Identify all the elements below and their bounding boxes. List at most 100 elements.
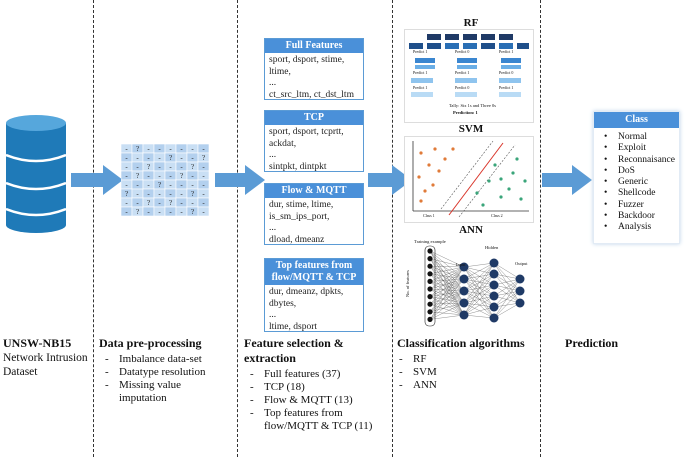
ann-edge: [429, 296, 465, 316]
matrix-cell-value: -: [180, 145, 183, 153]
ann-edge: [429, 288, 465, 292]
matrix-cell-value: -: [125, 145, 128, 153]
svm-point-class-1: [437, 169, 441, 173]
matrix-cell-value: ?: [202, 154, 205, 162]
svm-point-class-1: [443, 157, 447, 161]
feature-title: Feature selection &: [244, 336, 344, 350]
ann-edge: [463, 266, 495, 319]
ann-edge: [463, 262, 495, 316]
ann-hidden-node: [459, 310, 469, 320]
svm-point-class-2: [493, 163, 497, 167]
ann-hidden-node: [489, 291, 499, 301]
ann-edge: [463, 273, 495, 304]
ann-edge: [429, 288, 465, 304]
matrix-cell-value: -: [147, 154, 150, 162]
svm-point-class-2: [499, 195, 503, 199]
rf-predict-label: Predict 0: [499, 70, 514, 75]
stage-divider: [392, 0, 393, 457]
box-line: ...: [269, 150, 277, 160]
ann-hidden-node: [489, 302, 499, 312]
box-line: ltime, dsport: [269, 321, 318, 332]
ann-input-node: [427, 286, 433, 292]
ann-edge: [429, 281, 465, 316]
matrix-cell-value: -: [136, 163, 139, 171]
classification-item: RF: [397, 353, 539, 366]
feature-item-continuation: flow/MQTT & TCP (11): [264, 420, 373, 432]
rf-predict-label: Predict 1: [413, 85, 428, 90]
ann-input-bracket: [424, 245, 436, 327]
ann-layer-label: Hidden: [485, 245, 499, 250]
class-header: Class: [594, 112, 679, 128]
matrix-cell-value: -: [158, 190, 161, 198]
ann-input-node: [427, 263, 433, 269]
ann-edge: [493, 278, 521, 297]
dataset-line: Dataset: [3, 366, 38, 378]
ann-edge: [493, 290, 521, 308]
preprocessing-item: Missing value: [103, 379, 235, 392]
ann-edge: [429, 266, 465, 320]
matrix-cell-value: -: [147, 172, 150, 180]
matrix-cell-value: -: [202, 163, 205, 171]
ann-output-node: [515, 286, 525, 296]
dataset-title: UNSW-NB15: [3, 336, 72, 350]
svm-point-class-2: [481, 203, 485, 207]
ann-edge: [463, 266, 495, 286]
matrix-cell-value: -: [125, 181, 128, 189]
matrix-cell-value: -: [125, 172, 128, 180]
ann-hidden-node: [489, 280, 499, 290]
matrix-cell-value: -: [191, 181, 194, 189]
matrix-cell-value: -: [202, 172, 205, 180]
ann-input-node: [427, 248, 433, 254]
ann-edge: [463, 302, 495, 308]
matrix-cell-value: -: [180, 190, 183, 198]
matrix-cell-value: -: [169, 172, 172, 180]
preprocessing-caption: Data pre-processing Imbalance data-set D…: [99, 336, 235, 405]
class-box: Class Normal Exploit Reconnaisance DoS G…: [593, 111, 680, 244]
ann-edge: [493, 273, 521, 304]
ann-edge: [463, 278, 495, 319]
box-line: sintpkt, dintpkt: [269, 161, 327, 172]
box-header: Top features from: [275, 260, 353, 271]
feature-item: TCP (18): [248, 381, 390, 394]
ann-edge: [429, 302, 465, 320]
ann-edge: [493, 273, 521, 292]
ann-edge: [463, 314, 495, 319]
ann-edge: [463, 262, 495, 268]
ann-edge: [429, 278, 465, 297]
ann-edge: [429, 266, 465, 268]
matrix-cell-value: -: [125, 163, 128, 171]
matrix-cell-value: -: [125, 208, 128, 216]
matrix-cell-value: -: [191, 199, 194, 207]
matrix-cell-value: -: [180, 154, 183, 162]
feature-box-tcp: TCP sport, dsport, tcprtt, ackdat, ... s…: [264, 110, 364, 172]
ann-edge: [429, 266, 465, 282]
matrix-cell-value: ?: [147, 199, 150, 207]
ann-edge: [429, 290, 465, 320]
ann-edge: [493, 302, 521, 319]
ann-edge: [429, 258, 465, 268]
ann-input-node: [427, 301, 433, 307]
ann-input-node: [427, 271, 433, 277]
ann-output-node: [515, 274, 525, 284]
box-line: ...: [269, 78, 277, 88]
box-line: dload, dmeanz: [269, 234, 325, 245]
class-item: Backdoor: [594, 211, 679, 223]
ann-edge: [493, 284, 521, 304]
matrix-cell-value: -: [147, 181, 150, 189]
classification-item: ANN: [397, 379, 539, 392]
rf-panel: Predict 1 Predict 0 Predict 1 Predict 1 …: [404, 29, 534, 123]
ann-edge: [463, 290, 495, 297]
ann-edge: [463, 278, 495, 286]
feature-box-full: Full Features sport, dsport, stime, ltim…: [264, 38, 364, 100]
svm-point-class-2: [487, 179, 491, 183]
matrix-cell-value: -: [202, 208, 205, 216]
database-icon: [6, 115, 66, 233]
ann-hidden-node: [489, 269, 499, 279]
ann-edge: [429, 281, 465, 292]
feature-box-flow-mqtt: Flow & MQTT dur, stime, ltime, is_sm_ips…: [264, 183, 364, 245]
svm-point-class-2: [475, 191, 479, 195]
matrix-cell-value: ?: [191, 190, 194, 198]
class-item: Analysis: [594, 222, 679, 234]
ann-edge: [463, 295, 495, 304]
ann-edge: [429, 273, 465, 292]
